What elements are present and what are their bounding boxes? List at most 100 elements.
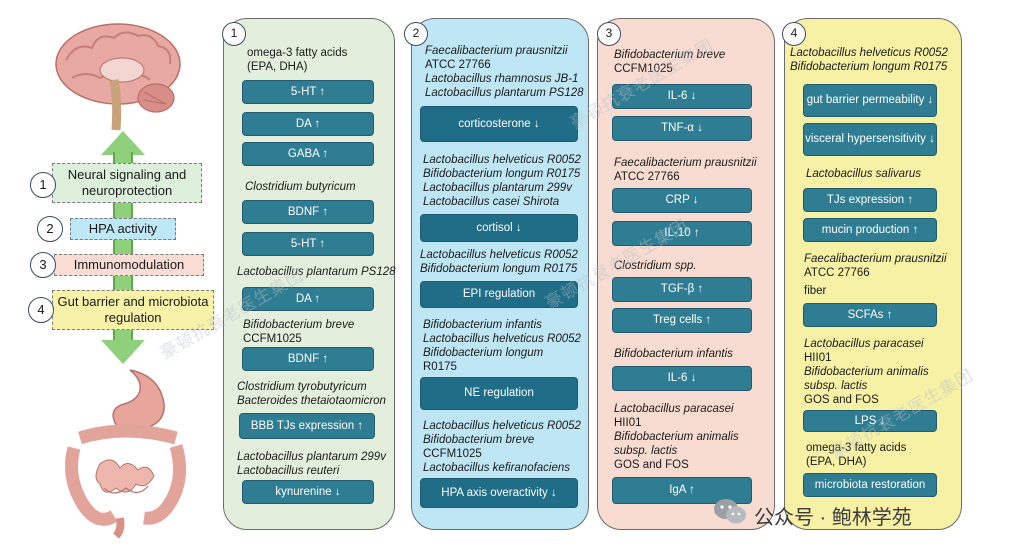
panel2-label: Bifidobacterium breve: [423, 434, 535, 446]
left-number-2: 2: [37, 216, 63, 242]
effect-5ht-up: 5-HT ↑: [242, 232, 374, 256]
panel-number-2: 2: [404, 22, 428, 46]
effect-gaba-up: GABA ↑: [242, 142, 374, 166]
panel-number-1: 1: [222, 22, 246, 46]
effect-bbb-tjs-up: BBB TJs expression ↑: [239, 413, 375, 439]
effect-il10-up: IL-10 ↑: [612, 221, 752, 246]
panel1-label: Bacteroides thetaiotaomicron: [237, 395, 386, 407]
panel2-label: Bifidobacterium longum R0175: [420, 263, 578, 275]
panel4-label: Bifidobacterium longum R0175: [790, 61, 948, 73]
panel4-label: (EPA, DHA): [806, 456, 867, 468]
effect-tnfa-down: TNF-α ↓: [612, 116, 752, 141]
gut-icon: [60, 368, 190, 539]
panel4-label: ATCC 27766: [804, 267, 870, 279]
panel2-label: R0175: [423, 361, 457, 373]
panel2-label: Lactobacillus plantarum PS128: [425, 87, 584, 99]
panel4-label: Lactobacillus paracasei: [804, 338, 924, 350]
panel-hpa: [411, 18, 589, 530]
panel4-label: Bifidobacterium animalis: [804, 366, 929, 378]
panel2-label: ATCC 27766: [425, 59, 491, 71]
panel2-label: Lactobacillus kefiranofaciens: [423, 462, 571, 474]
panel1-label: omega-3 fatty acids: [247, 47, 348, 59]
left-item-hpa: HPA activity: [70, 218, 176, 240]
panel2-label: Lactobacillus helveticus R0052: [423, 333, 581, 345]
panel3-label: GOS and FOS: [614, 459, 689, 471]
panel1-label: Clostridium butyricum: [245, 181, 356, 193]
panel1-label: Bifidobacterium breve: [243, 319, 355, 331]
panel3-label: HII01: [614, 417, 642, 429]
effect-scfas-up: SCFAs ↑: [803, 303, 937, 327]
panel2-label: CCFM1025: [423, 448, 482, 460]
panel2-label: Bifidobacterium longum R0175: [423, 168, 581, 180]
left-item-label: Gut barrier and microbiota regulation: [57, 294, 209, 325]
panel3-label: CCFM1025: [614, 63, 673, 75]
panel2-label: Lactobacillus rhamnosus JB-1: [425, 73, 579, 85]
effect-da-up: DA ↑: [242, 287, 374, 311]
panel4-label: Faecalibacterium prausnitzii: [804, 253, 947, 265]
panel-number-3: 3: [597, 22, 621, 46]
left-number-4: 4: [28, 297, 54, 323]
effect-lps-down: LPS ↓: [803, 410, 937, 432]
panel3-label: Bifidobacterium breve: [614, 49, 726, 61]
effect-kynurenine-down: kynurenine ↓: [242, 480, 374, 504]
effect-microbiota-restoration: microbiota restoration: [803, 473, 937, 497]
panel4-label: subsp. lactis: [804, 380, 868, 392]
effect-tjs-up: TJs expression ↑: [803, 188, 937, 212]
wechat-icon: [712, 497, 748, 533]
panel3-label: subsp. lactis: [614, 445, 678, 457]
effect-hpa-overactivity-down: HPA axis overactivity ↓: [420, 478, 578, 508]
left-item-label: Neural signaling and neuroprotection: [67, 167, 187, 198]
footer-attribution: 公众号 · 鲍林学苑: [712, 497, 912, 533]
brain-icon: [52, 20, 192, 132]
effect-ne-regulation: NE regulation: [420, 377, 578, 410]
left-number-3: 3: [30, 252, 56, 278]
panel1-label: Lactobacillus reuteri: [237, 465, 340, 477]
effect-il6-down: IL-6 ↓: [612, 84, 752, 109]
panel1-label: Lactobacillus plantarum PS128: [237, 266, 396, 278]
panel2-label: Bifidobacterium longum: [423, 347, 544, 359]
panel4-label: HII01: [804, 352, 832, 364]
footer-text: 公众号 · 鲍林学苑: [754, 506, 912, 529]
effect-5ht-up: 5-HT ↑: [242, 80, 374, 104]
panel-number-4: 4: [782, 22, 806, 46]
panel3-label: Bifidobacterium animalis: [614, 431, 739, 443]
panel2-label: Lactobacillus helveticus R0052: [423, 420, 581, 432]
effect-gut-permeability-down: gut barrier permeability ↓: [803, 84, 937, 117]
panel3-label: Lactobacillus paracasei: [614, 403, 734, 415]
panel3-label: Bifidobacterium infantis: [614, 348, 733, 360]
effect-treg-up: Treg cells ↑: [612, 308, 752, 333]
effect-bdnf-up: BDNF ↑: [242, 200, 374, 224]
arrow-up-icon: [101, 131, 145, 155]
effect-bdnf-up: BDNF ↑: [242, 347, 374, 371]
panel1-label: CCFM1025: [243, 333, 302, 345]
left-number-1: 1: [30, 172, 56, 198]
left-item-gut-barrier: Gut barrier and microbiota regulation: [52, 290, 214, 330]
panel2-label: Lactobacillus plantarum 299v: [423, 182, 572, 194]
panel4-label: GOS and FOS: [804, 394, 879, 406]
effect-da-up: DA ↑: [242, 112, 374, 136]
effect-epi-regulation: EPI regulation: [420, 281, 578, 308]
panel4-label: Lactobacillus salivarus: [806, 168, 922, 180]
panel2-label: Bifidobacterium infantis: [423, 319, 542, 331]
panel2-label: Lactobacillus casei Shirota: [423, 196, 560, 208]
panel1-label: (EPA, DHA): [247, 61, 308, 73]
panel4-label: Lactobacillus helveticus R0052: [790, 47, 948, 59]
panel3-label: Clostridium spp.: [614, 260, 697, 272]
panel2-label: Lactobacillus helveticus R0052: [420, 249, 578, 261]
effect-corticosterone-down: corticosterone ↓: [420, 106, 578, 142]
left-item-label: HPA activity: [88, 221, 158, 236]
effect-tgfb-up: TGF-β ↑: [612, 277, 752, 302]
effect-crp-down: CRP ↓: [612, 188, 752, 213]
effect-visceral-hypersensitivity-down: visceral hypersensitivity ↓: [803, 123, 937, 156]
panel1-label: Clostridium tyrobutyricum: [237, 381, 367, 393]
panel3-label: ATCC 27766: [614, 171, 680, 183]
left-item-neural: Neural signaling and neuroprotection: [52, 163, 202, 203]
left-item-label: Immunomodulation: [73, 257, 185, 272]
panel3-label: Faecalibacterium prausnitzii: [614, 157, 757, 169]
panel4-label: omega-3 fatty acids: [806, 442, 907, 454]
arrow-down-icon: [101, 340, 145, 364]
effect-cortisol-down: cortisol ↓: [420, 214, 578, 242]
effect-mucin-up: mucin production ↑: [803, 218, 937, 242]
left-item-immuno: Immunomodulation: [54, 254, 204, 276]
panel1-label: Lactobacillus plantarum 299v: [237, 451, 386, 463]
